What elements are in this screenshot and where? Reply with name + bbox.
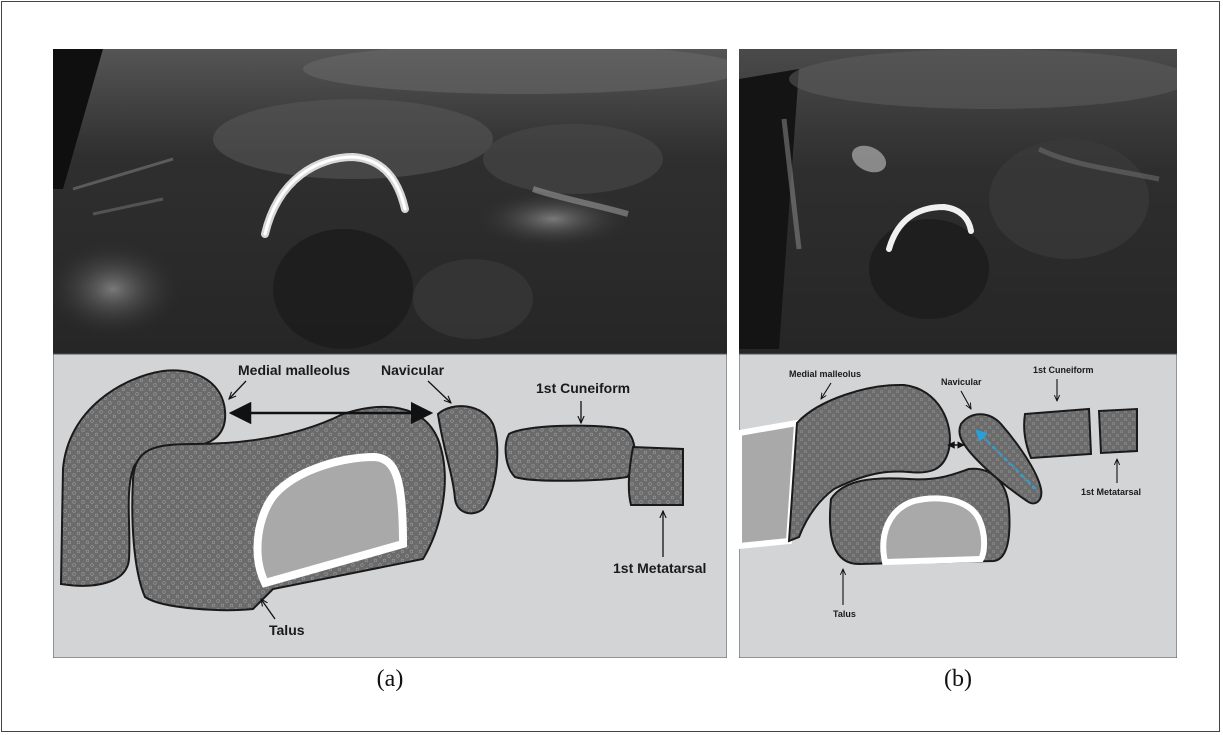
label-first-metatarsal: 1st Metatarsal <box>613 560 706 576</box>
schematic-b: Medial malleolus Navicular 1st Cuneiform… <box>739 354 1177 658</box>
label-first-cuneiform: 1st Cuneiform <box>1033 365 1094 375</box>
ultrasound-image-a <box>53 49 727 354</box>
label-medial-malleolus: Medial malleolus <box>238 362 350 378</box>
panel-b: Medial malleolus Navicular 1st Cuneiform… <box>739 49 1177 658</box>
label-talus: Talus <box>269 622 305 638</box>
label-first-metatarsal: 1st Metatarsal <box>1081 487 1141 497</box>
first-metatarsal-shape <box>1099 409 1137 453</box>
label-talus: Talus <box>833 609 856 619</box>
tibia-shape <box>739 423 797 546</box>
label-navicular: Navicular <box>381 362 445 378</box>
first-cuneiform-shape <box>506 426 635 481</box>
ultrasound-image-b <box>739 49 1177 354</box>
first-metatarsal-shape <box>629 447 683 505</box>
talus-cartilage-shape <box>883 498 984 562</box>
label-navicular: Navicular <box>941 377 982 387</box>
label-first-cuneiform: 1st Cuneiform <box>536 380 630 396</box>
label-medial-malleolus: Medial malleolus <box>789 369 861 379</box>
schematic-a: Medial malleolus Navicular 1st Cuneiform… <box>53 354 727 658</box>
panel-a: Medial malleolus Navicular 1st Cuneiform… <box>53 49 727 658</box>
caption-b: (b) <box>908 666 1008 693</box>
caption-a: (a) <box>340 666 440 693</box>
first-cuneiform-shape <box>1024 409 1091 458</box>
